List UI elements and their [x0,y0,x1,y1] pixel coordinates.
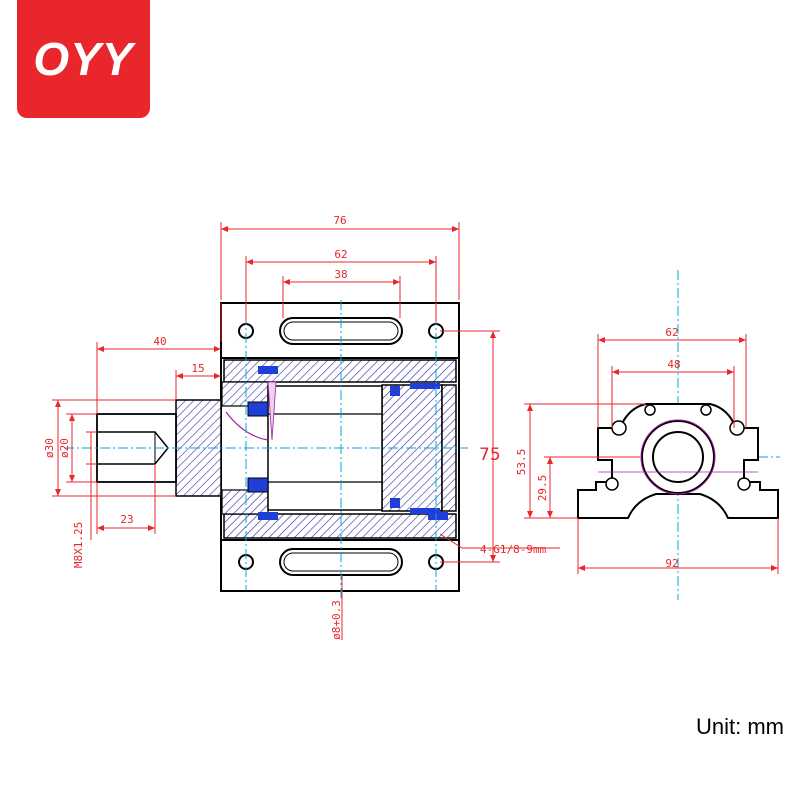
dim-side-hole-spacing: 62 [665,326,678,339]
dim-oil-port: 4-G1/8-9mm [480,543,547,556]
dim-overall-width: 76 [333,214,346,227]
dim-side-center-height: 53.5 [515,449,528,476]
dim-shaft-dia-small: ø20 [58,438,71,458]
dim-side-boss-width: 48 [667,358,680,371]
logo-text: OYY [33,33,134,85]
dim-height: 75 [479,445,501,465]
front-view: 76 62 38 40 15 23 [43,214,560,640]
dim-hole-spacing: 62 [334,248,347,261]
dim-side-base-width: 92 [665,557,678,570]
unit-label: Unit: mm [696,714,784,739]
side-view: 62 48 92 53.5 29.5 [515,270,780,600]
side-bore [652,431,704,483]
dim-shoulder: 15 [191,362,204,375]
dim-mount-hole: ø8+0.3 [330,600,343,640]
section-top-wall [223,359,457,383]
dim-thread-length: 23 [120,513,133,526]
dim-shaft-length: 40 [153,335,166,348]
side-boss-outer [641,420,715,494]
dim-side-base-height: 29.5 [536,475,549,502]
dim-slot-length: 38 [334,268,347,281]
seal-upper [247,401,269,417]
dim-shaft-dia-large: ø30 [43,438,56,458]
dim-thread-spec: M8X1.25 [72,522,85,568]
seal-lower [247,477,269,493]
brand-logo: OYY [17,0,150,118]
